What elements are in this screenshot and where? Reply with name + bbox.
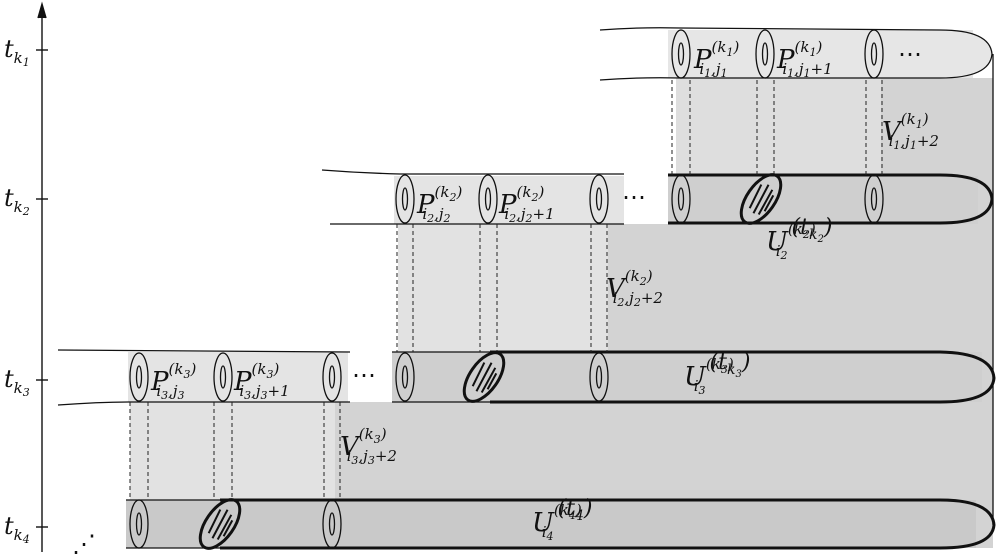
cross-sections	[129, 29, 884, 549]
tube-k2-top	[321, 169, 624, 175]
tube-k4-U	[220, 498, 996, 550]
label-P-k2-j2: P(k2)i2,j2	[416, 183, 462, 225]
tube-k1-cap	[939, 29, 993, 79]
tube-k2-U	[668, 173, 994, 225]
ellipsis-k3: ⋯	[352, 361, 376, 389]
time-axis	[36, 1, 48, 552]
label-P-k1-j1p1: P(k1)i1,j1+1	[776, 38, 833, 80]
section-k3-2	[213, 352, 233, 402]
tube-k3-U	[490, 350, 996, 404]
label-P-k3-j3p1: P(k3)i3,j3+1	[233, 360, 290, 402]
ellipsis-k1: ⋯	[898, 40, 922, 68]
tick-labels: tk1 tk2 tk3 tk4	[4, 35, 30, 546]
section-k1-3	[864, 29, 884, 79]
label-U-k3: U(k3)i3(tk3)	[684, 350, 750, 397]
tick-label-k2: tk2	[4, 184, 30, 218]
region-k4-U	[126, 500, 976, 548]
ellipsis-k4: ⋰	[72, 530, 96, 556]
section-k2-1	[395, 174, 415, 224]
label-U-k2: U(k2)i2(tk2)	[766, 215, 832, 262]
tilted-ring-k3	[462, 351, 506, 403]
section-k3-5	[589, 352, 609, 402]
shaded-regions	[126, 30, 993, 548]
label-V-k2: V(k2)i2,j2+2	[606, 267, 663, 309]
tilted-rings	[198, 173, 783, 550]
section-k2-5	[864, 174, 884, 224]
tilted-ring-k2	[739, 173, 783, 225]
dashed-lines	[129, 80, 883, 500]
region-k1-band	[676, 78, 881, 178]
section-k2-4	[671, 174, 691, 224]
region-k2-tubes	[394, 176, 624, 224]
label-P-k2-j2p1: P(k2)i2,j2+1	[498, 183, 555, 225]
tick-label-k4: tk4	[4, 512, 30, 546]
label-V-k3: V(k3)i3,j3+2	[340, 425, 397, 467]
ellipsis-k2: ⋯	[622, 183, 646, 211]
tick-label-k3: tk3	[4, 365, 30, 399]
labels: P(k1)i1,j1 P(k1)i1,j1+1 ⋯ V(k1)i1,j1+2 P…	[72, 38, 939, 556]
region-k2-band	[398, 224, 608, 354]
section-k4-1	[129, 499, 149, 549]
section-k1-1	[671, 29, 691, 79]
tube-k1-top	[599, 27, 941, 31]
tick-label-k1: tk1	[4, 35, 30, 69]
section-k1-2	[755, 29, 775, 79]
region-k1-tubes	[668, 30, 973, 78]
label-P-k1-j1: P(k1)i1,j1	[693, 38, 739, 80]
section-k2-2	[478, 174, 498, 224]
region-k1-cap	[940, 30, 992, 78]
tube-outlines	[57, 27, 996, 550]
tilted-ring-k4	[198, 498, 242, 550]
section-k4-2	[322, 499, 342, 549]
region-k2-U	[668, 176, 978, 224]
section-k3-4	[395, 352, 415, 402]
region-k3-tubes	[128, 352, 348, 402]
tube-k3-top	[57, 349, 351, 353]
section-k2-3	[589, 174, 609, 224]
label-U-k4: U(k4)i4(t4)	[532, 496, 593, 543]
label-V-k1: V(k1)i1,j1+2	[882, 110, 939, 152]
region-right-band	[881, 78, 993, 548]
label-P-k3-j3: P(k3)i3,j3	[150, 360, 196, 402]
section-k3-1	[129, 352, 149, 402]
axis-arrow	[37, 1, 47, 19]
section-k3-3	[322, 352, 342, 402]
